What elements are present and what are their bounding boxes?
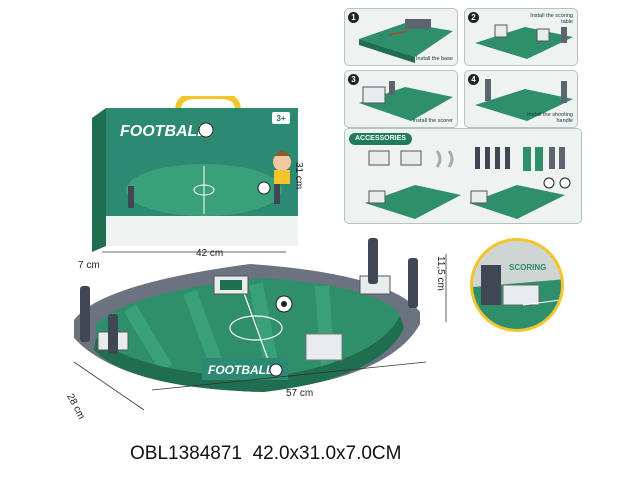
age-badge: 3+ — [276, 114, 285, 123]
step-1-illustration — [359, 19, 453, 63]
product-box: 3+ FOOTBALL — [92, 96, 298, 252]
step-2-illustration — [475, 24, 573, 59]
step-caption: Install the base — [416, 56, 453, 62]
step-number: 4 — [468, 74, 479, 85]
accessories-panel: ACCESSORIES — [344, 128, 582, 224]
scoring-label: SCORING — [509, 263, 547, 272]
product-size: 42.0x31.0x7.0CM — [252, 443, 402, 464]
step-4-illustration — [475, 79, 573, 121]
box-depth-label: 7 cm — [78, 260, 100, 271]
scoring-zoom-circle: SCORING — [470, 238, 564, 332]
scoring-zoom-illustration — [473, 265, 561, 329]
game-logo: FOOTBALL — [208, 363, 273, 377]
product-info: OBL1384871 42.0x31.0x7.0CM — [130, 443, 401, 465]
assembled-game: FOOTBALL — [74, 238, 420, 392]
step-panel-2: 2 Install the scoring table — [464, 8, 578, 66]
box-width-label: 42 cm — [196, 248, 224, 259]
step-caption: Install the scorer — [412, 118, 453, 124]
step-number: 3 — [348, 74, 359, 85]
step-panel-4: 4 Install the shooting handle — [464, 70, 578, 128]
box-logo: FOOTBALL — [120, 123, 207, 140]
step-number: 1 — [348, 12, 359, 23]
step-panel-3: 3 Install the scorer — [344, 70, 458, 128]
product-code: OBL1384871 — [130, 443, 242, 464]
game-length-label: 57 cm — [286, 388, 314, 399]
step-number: 2 — [468, 12, 479, 23]
step-3-illustration — [359, 81, 453, 121]
game-height-label: 11,5 cm — [435, 256, 446, 291]
box-height-label: 31 cm — [293, 162, 304, 190]
accessories-illustration — [365, 147, 571, 219]
game-dimension-lines — [73, 254, 447, 411]
step-caption: Install the shooting handle — [527, 112, 573, 124]
step-panel-1: 1 Install the base — [344, 8, 458, 66]
accessories-title: ACCESSORIES — [349, 133, 412, 145]
box-dimension-lines — [102, 251, 286, 253]
step-caption: Install the scoring table — [530, 13, 573, 25]
